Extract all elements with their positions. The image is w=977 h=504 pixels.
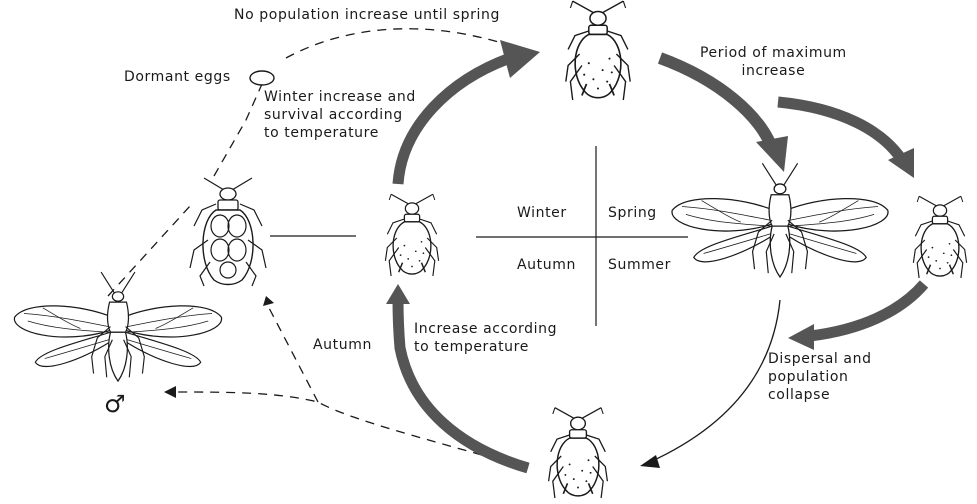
- winged-male-aphid-icon: [14, 272, 221, 381]
- wingless-aphid-winter-icon: [385, 194, 438, 276]
- label-winter-increase: Winter increase and survival according t…: [264, 88, 416, 142]
- thick-arrow-dispersal: [810, 284, 924, 336]
- dashed-arrow-to-egglayer: [268, 306, 318, 402]
- label-spring: Spring: [608, 204, 657, 222]
- label-dispersal-collapse: Dispersal and population collapse: [768, 350, 872, 404]
- egg-laying-female-icon: [190, 178, 266, 286]
- wingless-aphid-summer-icon: [913, 196, 966, 278]
- label-dormant-eggs: Dormant eggs: [124, 68, 231, 86]
- label-winter: Winter: [517, 204, 567, 222]
- label-increase-according-temperature: Increase according to temperature: [414, 320, 557, 356]
- label-summer: Summer: [608, 256, 671, 274]
- label-no-population-increase: No population increase until spring: [234, 6, 500, 24]
- winged-aphid-icon: [672, 163, 888, 277]
- thick-arrow-to-summer: [778, 102, 902, 160]
- male-symbol: ♂: [104, 390, 126, 418]
- wingless-aphid-spring-icon: [566, 1, 630, 100]
- thin-arrow-to-autumn: [650, 300, 780, 462]
- dashed-arrow-to-male: [172, 392, 528, 468]
- dormant-egg-icon: [250, 71, 274, 85]
- label-period-maximum-increase: Period of maximum increase: [700, 44, 847, 80]
- label-autumn-side: Autumn: [313, 336, 372, 354]
- label-autumn-quadrant: Autumn: [517, 256, 576, 274]
- wingless-aphid-autumn-icon: [549, 408, 608, 498]
